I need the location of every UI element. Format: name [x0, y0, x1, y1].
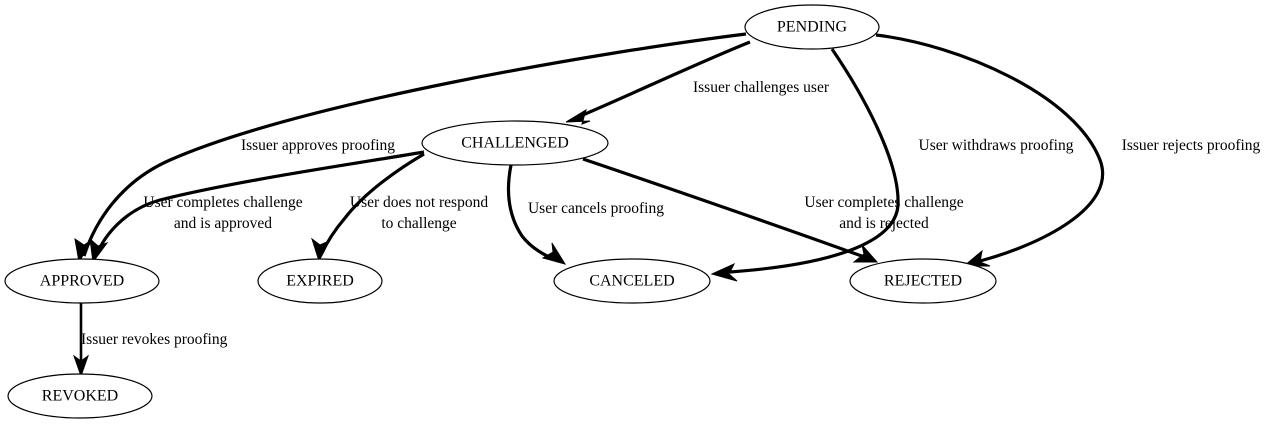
- edge-path-challenged-approved: [94, 150, 425, 257]
- edge-path-pending-rejected: [875, 33, 1104, 263]
- edge-label-issuer-revokes-proofing: Issuer revokes proofing: [81, 331, 228, 348]
- edge-label-user-does-not-respond-line1: User does not respond: [350, 194, 488, 211]
- arrowhead-revoked: [73, 354, 89, 378]
- edge-path-pending-challenged: [577, 40, 751, 119]
- edge-pending-canceled[interactable]: User withdraws proofing: [710, 48, 1074, 282]
- node-challenged-ellipse: [421, 120, 609, 166]
- arrowhead-rejected-from-pending: [962, 249, 991, 267]
- edge-challenged-approved[interactable]: User completes challenge and is approved: [89, 150, 425, 264]
- node-revoked-label: REVOKED: [42, 388, 118, 405]
- node-revoked-ellipse: [7, 373, 153, 419]
- node-challenged-label: CHALLENGED: [461, 135, 569, 152]
- edge-label-user-withdraws-proofing: User withdraws proofing: [919, 137, 1074, 154]
- edge-pending-approved[interactable]: Issuer approves proofing: [74, 32, 747, 264]
- node-approved-label: APPROVED: [40, 273, 124, 290]
- node-approved-ellipse: [4, 258, 160, 304]
- edge-label-user-completes-challenge-approved-line2: and is approved: [174, 215, 272, 232]
- arrowhead-challenged: [565, 108, 591, 125]
- node-canceled[interactable]: CANCELED: [553, 258, 711, 304]
- edge-path-pending-canceled: [729, 48, 900, 274]
- node-revoked[interactable]: REVOKED: [7, 373, 153, 419]
- edge-challenged-rejected[interactable]: User completes challenge and is rejected: [582, 157, 964, 263]
- node-pending[interactable]: PENDING: [744, 4, 880, 50]
- node-rejected-ellipse: [849, 258, 997, 304]
- arrowhead-rejected-from-challenged: [852, 244, 879, 263]
- node-rejected[interactable]: REJECTED: [849, 258, 997, 304]
- edge-pending-challenged[interactable]: Issuer challenges user: [565, 40, 830, 125]
- edge-label-issuer-rejects-proofing: Issuer rejects proofing: [1122, 137, 1261, 154]
- edge-label-issuer-challenges-user: Issuer challenges user: [693, 79, 830, 96]
- arrowhead-approved-from-challenged: [89, 237, 109, 264]
- edge-label-user-completes-challenge-rejected-line1: User completes challenge: [804, 194, 963, 211]
- node-pending-label: PENDING: [777, 19, 848, 36]
- node-approved[interactable]: APPROVED: [4, 258, 160, 304]
- edge-label-user-cancels-proofing: User cancels proofing: [528, 200, 664, 217]
- arrowhead-expired: [311, 237, 331, 263]
- edge-label-user-completes-challenge-rejected-line2: and is rejected: [839, 215, 929, 232]
- node-challenged[interactable]: CHALLENGED: [421, 120, 609, 166]
- edge-path-pending-approved: [82, 32, 747, 257]
- node-rejected-label: REJECTED: [884, 273, 962, 290]
- edge-pending-rejected[interactable]: Issuer rejects proofing: [875, 33, 1261, 267]
- node-expired-label: EXPIRED: [286, 273, 354, 290]
- edge-label-issuer-approves-proofing: Issuer approves proofing: [241, 137, 395, 154]
- node-expired-ellipse: [257, 258, 383, 304]
- edge-path-challenged-rejected: [582, 157, 871, 261]
- edge-label-user-completes-challenge-approved-line1: User completes challenge: [143, 194, 302, 211]
- node-canceled-ellipse: [553, 258, 711, 304]
- node-pending-ellipse: [744, 4, 880, 50]
- node-canceled-label: CANCELED: [589, 273, 674, 290]
- node-expired[interactable]: EXPIRED: [257, 258, 383, 304]
- edge-challenged-expired[interactable]: User does not respond to challenge: [311, 152, 488, 263]
- arrowhead-canceled-from-pending: [710, 262, 738, 282]
- edge-approved-revoked[interactable]: Issuer revokes proofing: [73, 303, 228, 378]
- edge-challenged-canceled[interactable]: User cancels proofing: [506, 164, 665, 265]
- arrowhead-canceled-from-challenged: [541, 242, 567, 265]
- edge-label-user-does-not-respond-line2: to challenge: [381, 215, 456, 232]
- arrowhead-approved-from-pending: [74, 237, 93, 264]
